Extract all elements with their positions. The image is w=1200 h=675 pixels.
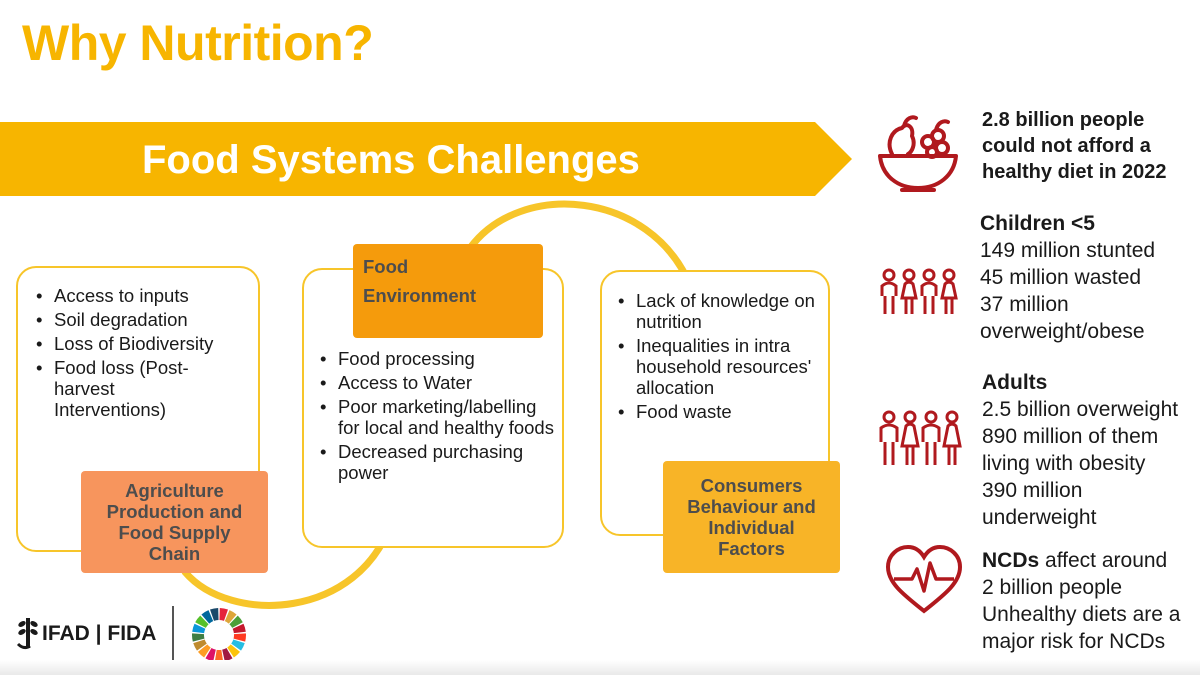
sdg-wheel-segment [193, 639, 207, 651]
list-item: Lack of knowledge on nutrition [618, 290, 823, 332]
sdg-wheel-segment [214, 649, 224, 662]
list-item: Decreased purchasing power [320, 441, 556, 483]
ifad-logo-text: IFAD | FIDA [42, 622, 157, 645]
sdg-wheel-segment [224, 610, 237, 624]
ncds-stat-line: 2 billion people [982, 576, 1123, 599]
list-item: Soil degradation [36, 309, 251, 330]
food-environment-label-line2: Environment [363, 285, 477, 306]
consumers-list: Lack of knowledge on nutrition Inequalit… [618, 290, 823, 425]
sdg-wheel-segment [195, 615, 209, 628]
sdg-wheel-segment [197, 644, 211, 658]
children-heading: Children <5 [980, 212, 1095, 235]
adults-stat-line: 890 million of them [982, 425, 1159, 448]
sdg-wheel-segment [231, 639, 245, 651]
adults-stat: Adults 2.5 billion overweight 890 millio… [982, 369, 1178, 531]
list-item: Food processing [320, 348, 556, 369]
list-item: Access to Water [320, 372, 556, 393]
list-item: Poor marketing/labelling for local and h… [320, 396, 556, 438]
diet-stat: 2.8 billion people could not afford a he… [982, 107, 1167, 185]
children-group-icon [880, 268, 958, 314]
ncds-stat: NCDs affect around 2 billion people Unhe… [982, 547, 1180, 655]
adults-stat-line: living with obesity [982, 452, 1146, 475]
ncds-stat-line: major risk for NCDs [982, 630, 1166, 653]
children-stat: Children <5 149 million stunted 45 milli… [980, 210, 1155, 345]
list-item: Inequalities in intra household resource… [618, 335, 823, 398]
logo-divider [172, 606, 174, 660]
children-stat-line: 45 million wasted [980, 266, 1142, 289]
list-item: Food waste [618, 401, 823, 422]
list-item: Loss of Biodiversity [36, 333, 251, 354]
agriculture-label: Agriculture Production and Food Supply C… [81, 471, 268, 573]
adults-heading: Adults [982, 371, 1048, 394]
consumers-label: Consumers Behaviour and Individual Facto… [663, 461, 840, 573]
banner-title: Food Systems Challenges [142, 138, 640, 182]
food-environment-label-line1: Food [363, 256, 409, 277]
children-stat-line: 37 million [980, 293, 1069, 316]
ncds-stat-line: Unhealthy diets are a [982, 603, 1181, 626]
sdg-wheel-segment [201, 610, 214, 624]
sdg-wheel-segment [222, 647, 233, 662]
sdg-wheel-segment [210, 608, 219, 621]
adults-stat-line: underweight [982, 506, 1097, 529]
children-stat-line: 149 million stunted [980, 239, 1156, 262]
list-item: Access to inputs [36, 285, 251, 306]
adults-group-icon [879, 410, 962, 465]
sdg-wheel-segment [227, 644, 241, 658]
sdg-wheel-segment [192, 633, 205, 642]
sdg-wheel-icon [192, 608, 246, 662]
sdg-wheel-segment [205, 647, 216, 662]
children-stat-line: overweight/obese [980, 320, 1145, 343]
ncds-heading: NCDs [982, 549, 1040, 572]
sdg-wheel-segment [192, 623, 206, 634]
diet-stat-line: could not afford a [982, 135, 1151, 157]
food-environment-label: Food Environment [353, 244, 543, 338]
ncds-stat-line: affect around [1039, 549, 1168, 572]
list-item: Food loss (Post-harvest Interventions) [36, 357, 224, 420]
diet-stat-line: healthy diet in 2022 [982, 161, 1167, 183]
sdg-wheel-segment [233, 633, 246, 642]
sdg-wheel-segment [229, 615, 243, 628]
heart-pulse-icon [885, 545, 963, 614]
food-environment-list: Food processing Access to Water Poor mar… [320, 348, 556, 486]
page-title: Why Nutrition? [22, 15, 374, 71]
bottom-shadow [0, 660, 1200, 675]
adults-stat-line: 390 million [982, 479, 1083, 502]
sdg-wheel-segment [232, 623, 246, 634]
banner-arrow [0, 122, 852, 196]
fruit-bowl-icon [878, 115, 958, 192]
adults-stat-line: 2.5 billion overweight [982, 398, 1179, 421]
diet-stat-line: 2.8 billion people [982, 109, 1145, 131]
ifad-wheat-icon [16, 618, 38, 650]
sdg-wheel-segment [219, 608, 228, 621]
agriculture-list: Access to inputs Soil degradation Loss o… [36, 285, 251, 423]
